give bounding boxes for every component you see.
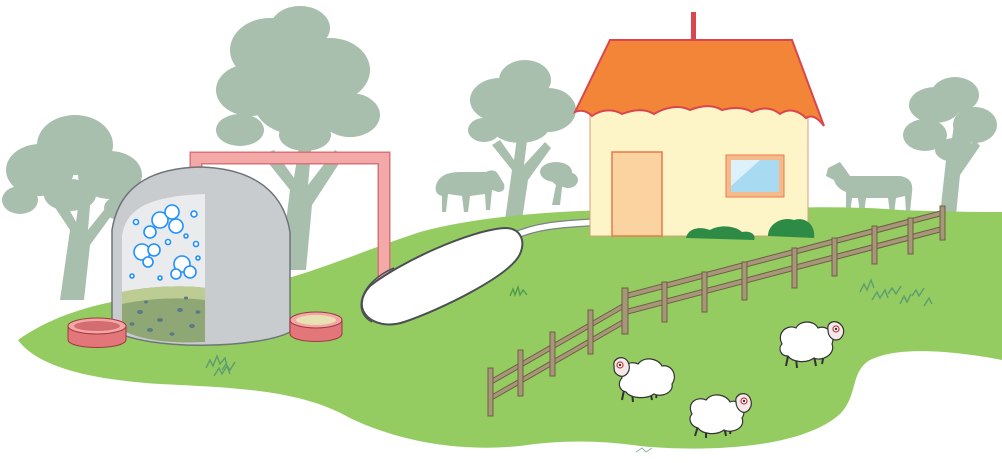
farmhouse	[575, 12, 824, 240]
tree-small	[540, 162, 578, 205]
house-window	[726, 155, 784, 197]
cow-right	[826, 162, 912, 214]
chimney	[691, 12, 696, 42]
tree-right	[903, 77, 997, 215]
grass-line-bottom	[636, 448, 652, 452]
inlet-tank	[68, 318, 126, 348]
cow-left	[436, 170, 505, 212]
house-door	[612, 152, 662, 236]
outlet-tank	[290, 312, 342, 342]
